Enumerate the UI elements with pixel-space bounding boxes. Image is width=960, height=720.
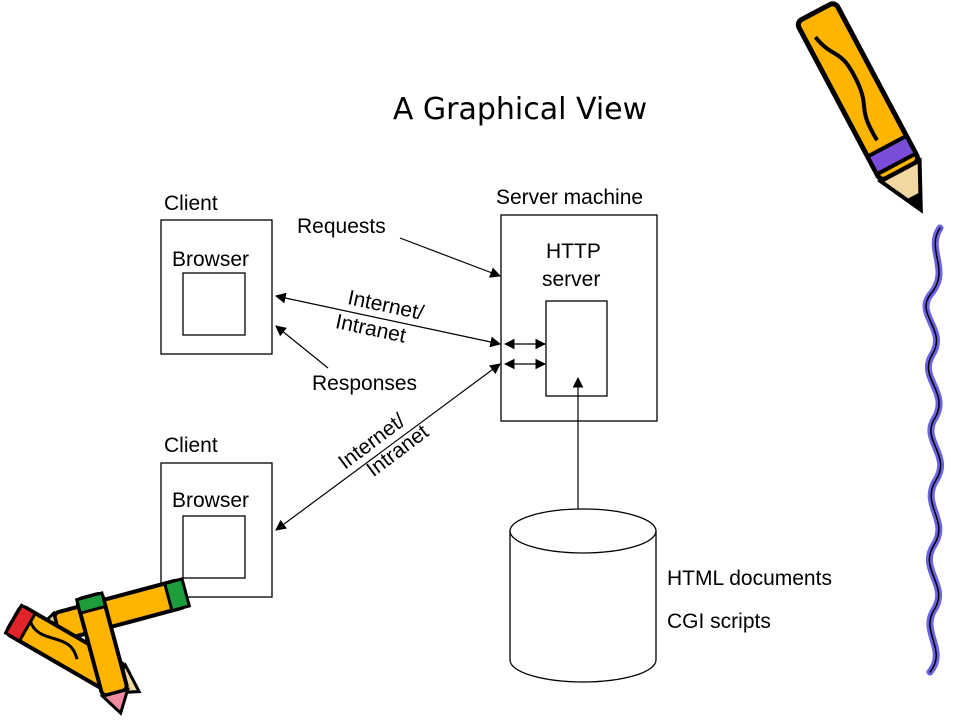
client-top-box [160,219,273,355]
http-server-label-line1: HTTP [546,240,601,263]
client-top-browser-window [182,272,246,336]
client-bottom-box [160,462,273,598]
html-documents-label: HTML documents [667,567,832,590]
internet-top-arrow [274,292,502,348]
client-bottom-browser-window [182,515,246,579]
requests-arrow [399,237,502,278]
responses-label: Responses [312,372,417,395]
client-bottom-label: Client [164,434,218,457]
requests-label: Requests [297,215,386,238]
squiggle-decoration [922,224,945,676]
responses-arrow [275,325,329,369]
pencil-clipart-right [795,1,923,214]
client-top-label: Client [164,192,218,215]
slide-title: A Graphical View [392,92,648,127]
pencil-clipart-bottom-left [3,577,192,716]
cgi-scripts-label: CGI scripts [667,610,771,633]
client-bottom-browser-label: Browser [172,489,249,512]
client-top-browser-label: Browser [172,248,249,271]
http-server-label-line2: server [542,268,600,291]
server-machine-label: Server machine [496,186,643,209]
squiggle-outline [925,227,942,673]
internet-bottom-arrow [275,363,501,531]
storage-cylinder [509,508,657,683]
http-server-box [545,300,608,397]
